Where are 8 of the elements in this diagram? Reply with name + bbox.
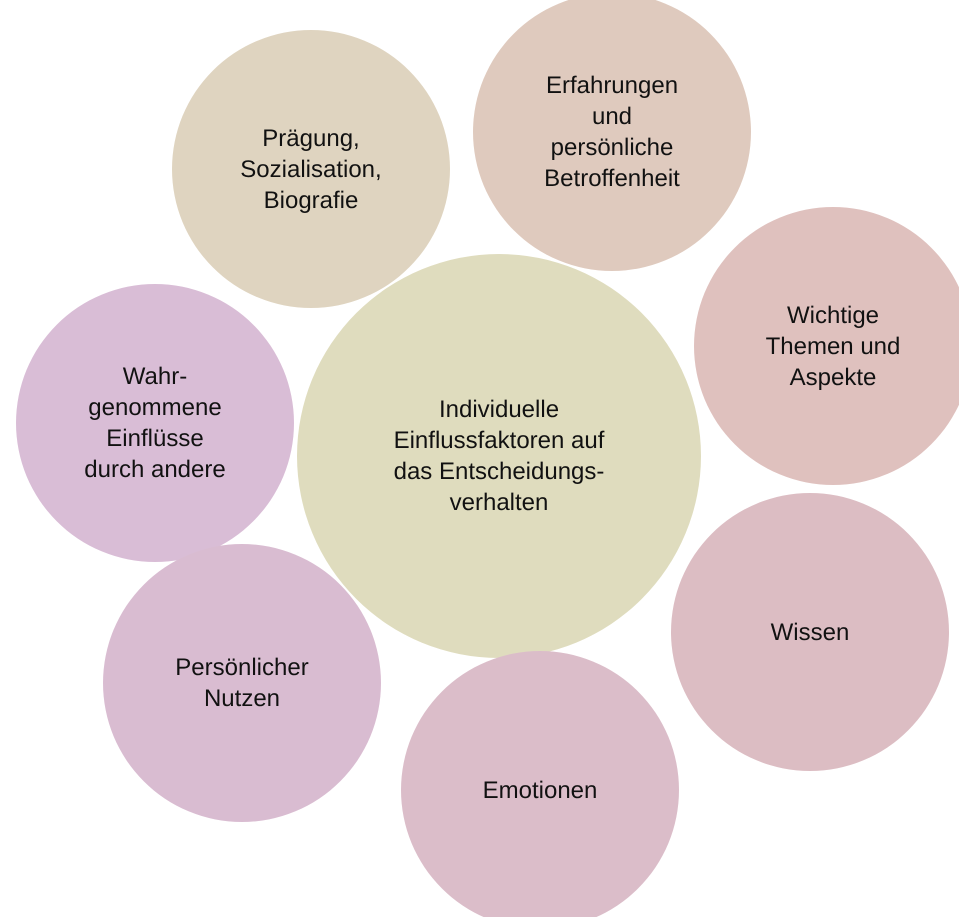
node-label: Erfahrungen und persönliche Betroffenheit [543, 71, 681, 194]
node-label: Wissen [770, 618, 850, 648]
node-label: Wichtige Themen und Aspekte [764, 300, 902, 392]
node-label: Prägung, Sozialisation, Biografie [239, 124, 383, 216]
node-label: Persönlicher Nutzen [174, 653, 310, 714]
node-label: Wahr- genommene Einflüsse durch andere [83, 362, 227, 485]
node-label: Individuelle Einflussfaktoren auf das Entscheidungs- verhalten [392, 395, 606, 518]
node-label: Emotionen [482, 776, 598, 806]
